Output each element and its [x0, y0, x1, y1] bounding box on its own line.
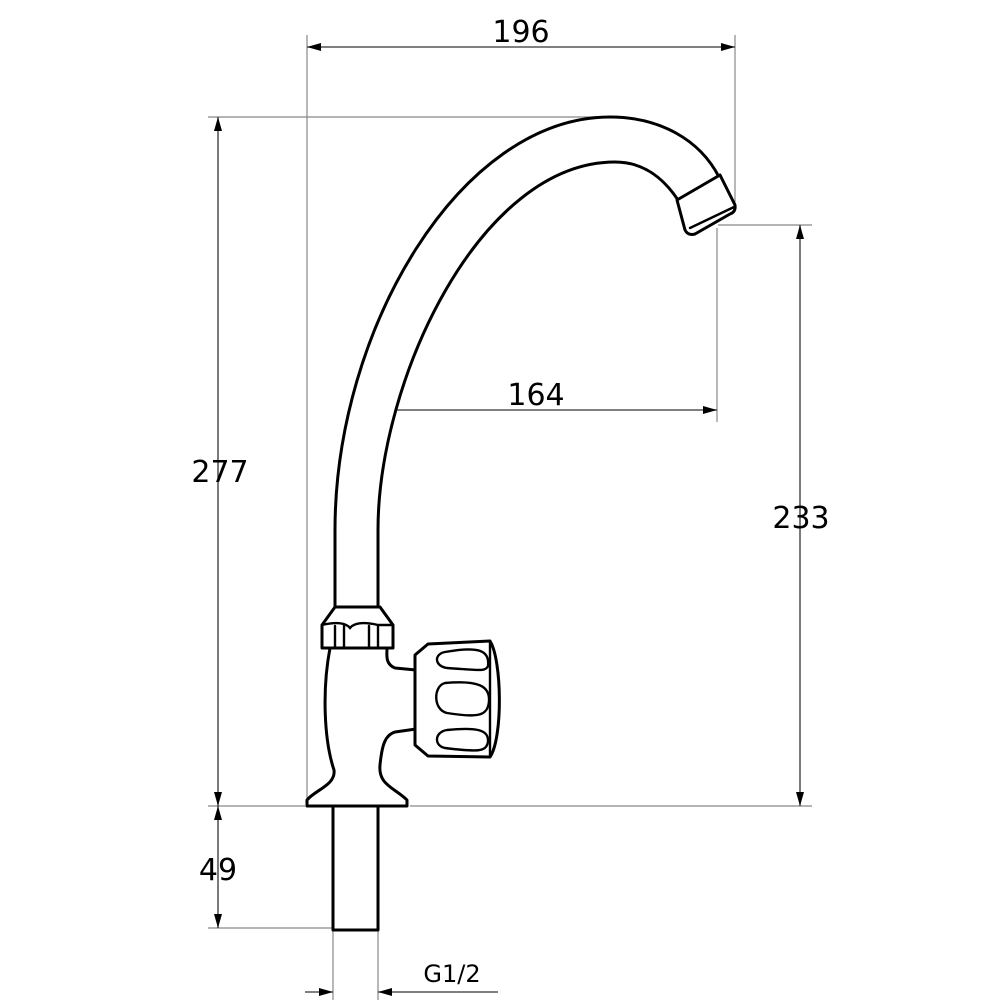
label-thread: G1/2: [423, 960, 480, 988]
dimension-lines: [214, 43, 804, 996]
shank: [331, 804, 380, 932]
knob-grip-middle: [435, 681, 491, 717]
label-196: 196: [492, 15, 549, 50]
label-233: 233: [772, 501, 829, 536]
spout: [333, 115, 721, 609]
faucet: [305, 115, 737, 932]
label-49: 49: [199, 853, 237, 888]
valve-body: [305, 646, 418, 808]
hex-nut: [320, 605, 395, 650]
label-277: 277: [191, 455, 248, 490]
label-164: 164: [507, 378, 564, 413]
knob-grip-bottom: [435, 727, 490, 752]
knob-grip-top: [435, 648, 490, 672]
